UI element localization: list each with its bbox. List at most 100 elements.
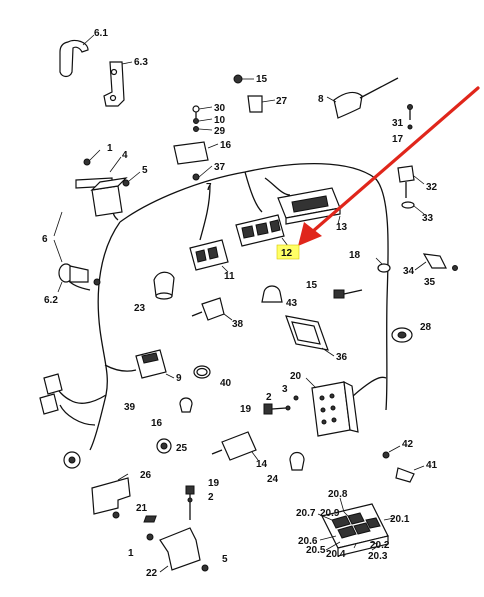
label-19: 19 (240, 404, 252, 415)
label-11: 11 (224, 271, 235, 282)
label-26: 26 (140, 470, 152, 481)
cap-25 (156, 438, 172, 454)
label-28: 28 (420, 322, 432, 333)
label-21: 21 (136, 503, 148, 514)
label-8: 8 (318, 94, 324, 105)
label-2: 2 (266, 392, 272, 403)
label-15: 15 (256, 74, 268, 85)
label-25: 25 (176, 443, 188, 454)
bolt-15-top (233, 74, 254, 84)
sender-32 (397, 165, 425, 215)
label-15b: 15 (306, 280, 318, 291)
label-2b: 2 (208, 492, 214, 503)
cover-36 (285, 315, 335, 357)
leader-6 (53, 211, 63, 263)
grommet-28 (391, 327, 413, 343)
label-39: 39 (124, 402, 136, 413)
part-labels: 6.1 6.3 15 27 8 30 10 29 16 37 31 17 1 4… (42, 28, 438, 579)
label-5b: 5 (222, 554, 228, 565)
screws-19-top (263, 395, 299, 415)
label-14: 14 (256, 459, 268, 470)
label-16: 16 (220, 140, 232, 151)
label-7: 7 (206, 182, 212, 193)
label-5: 5 (142, 165, 148, 176)
label-17: 17 (392, 134, 404, 145)
bolt-42 (382, 445, 401, 459)
label-13: 13 (336, 222, 348, 233)
ignition-6-2 (57, 263, 101, 293)
switch-panel-11 (189, 239, 229, 273)
label-3: 3 (282, 384, 288, 395)
connector-group-left (39, 373, 81, 469)
label-20-9: 20.9 (320, 508, 340, 519)
label-20-7: 20.7 (296, 508, 316, 519)
bracket-26 (91, 473, 131, 519)
label-9: 9 (176, 373, 182, 384)
ring-40 (193, 365, 211, 379)
label-12-highlight (276, 244, 300, 260)
label-31: 31 (392, 118, 404, 129)
holder-23 (153, 271, 175, 300)
clamp-24 (289, 451, 305, 471)
clip-27 (247, 95, 276, 113)
label-41: 41 (426, 460, 438, 471)
label-32: 32 (426, 182, 438, 193)
label-20-4: 20.4 (326, 549, 346, 560)
label-23: 23 (134, 303, 146, 314)
bolt-15-mid (333, 289, 363, 299)
label-6: 6 (42, 234, 48, 245)
switch-panel-12 (235, 214, 289, 247)
label-20-1: 20.1 (390, 514, 410, 525)
label-12: 12 (281, 248, 293, 259)
label-6-2: 6.2 (44, 295, 58, 306)
screws-19-low (185, 485, 195, 520)
label-6-1: 6.1 (94, 28, 108, 39)
label-19b: 19 (208, 478, 220, 489)
callout-arrow (298, 86, 480, 246)
label-20: 20 (290, 371, 302, 382)
clip-41 (395, 465, 425, 483)
radio-13 (277, 187, 341, 225)
sensor-38 (191, 297, 233, 321)
label-37: 37 (214, 162, 226, 173)
clip-18 (375, 257, 391, 273)
sensor-34 (414, 253, 458, 271)
bracket-22 (146, 527, 209, 573)
label-1b: 1 (128, 548, 134, 559)
label-27: 27 (276, 96, 288, 107)
label-35: 35 (424, 277, 436, 288)
label-4: 4 (122, 150, 128, 161)
label-20-8: 20.8 (328, 489, 348, 500)
label-18: 18 (349, 250, 361, 261)
label-20-6: 20.6 (298, 536, 318, 547)
label-1: 1 (107, 143, 113, 154)
label-33: 33 (422, 213, 434, 224)
relay-board-20 (143, 497, 395, 557)
relay-4 (75, 149, 141, 217)
clamp-43 (261, 285, 283, 303)
stack-16 (173, 105, 219, 181)
label-6-3: 6.3 (134, 57, 148, 68)
sensor-31 (407, 104, 413, 130)
label-20-3: 20.3 (368, 551, 388, 562)
label-42: 42 (402, 439, 414, 450)
antenna-8 (326, 77, 399, 119)
label-20-5: 20.5 (306, 545, 326, 556)
fuse-box-20 (305, 377, 359, 437)
label-38: 38 (232, 319, 244, 330)
label-10: 10 (214, 115, 226, 126)
switch-9 (135, 349, 175, 379)
label-29: 29 (214, 126, 226, 137)
sensor-14 (211, 431, 259, 461)
label-16b: 16 (151, 418, 163, 429)
label-34: 34 (403, 266, 415, 277)
bracket-6-3 (103, 61, 133, 107)
label-43: 43 (286, 298, 298, 309)
label-30: 30 (214, 103, 226, 114)
label-20-2: 20.2 (370, 540, 390, 551)
label-36: 36 (336, 352, 348, 363)
clamp-16-low (179, 397, 193, 413)
label-22: 22 (146, 568, 158, 579)
label-40: 40 (220, 378, 232, 389)
